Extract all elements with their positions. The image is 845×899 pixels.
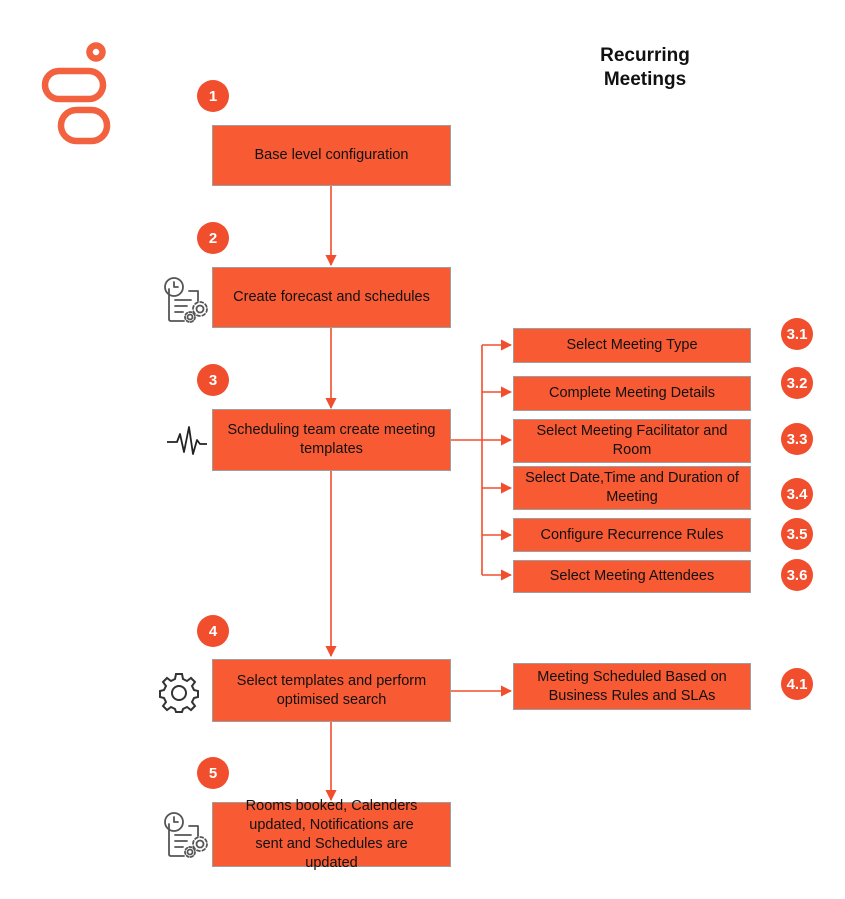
step-badge-4: 4 (197, 615, 229, 647)
substep-badge-4-1: 4.1 (781, 668, 813, 700)
step-box-3: Scheduling team create meeting templates (212, 409, 451, 471)
step-box-4: Select templates and perform optimised s… (212, 659, 451, 722)
substep-badge-3-4: 3.4 (781, 478, 813, 510)
pulse-icon (167, 426, 207, 455)
substep-box-3-1: Select Meeting Type (513, 328, 751, 363)
page-title: Recurring Meetings (600, 45, 690, 90)
step-badge-5: 5 (197, 757, 229, 789)
step-badge-2: 2 (197, 222, 229, 254)
substep-box-4-1: Meeting Scheduled Based on Business Rule… (513, 663, 751, 710)
step-box-2: Create forecast and schedules (212, 267, 451, 328)
schedule-doc-icon (164, 812, 208, 858)
substep-badge-3-1: 3.1 (781, 318, 813, 350)
step-box-5: Rooms booked, Calenders updated, Notific… (212, 798, 451, 871)
schedule-doc-icon (164, 277, 208, 323)
gear-icon (159, 673, 199, 713)
substep-badge-3-6: 3.6 (781, 559, 813, 591)
step-badge-3: 3 (197, 364, 229, 396)
substep-box-3-6: Select Meeting Attendees (513, 560, 751, 593)
substep-badge-3-5: 3.5 (781, 518, 813, 550)
substep-box-3-2: Complete Meeting Details (513, 376, 751, 411)
substep-badge-3-2: 3.2 (781, 367, 813, 399)
substep-box-3-4: Select Date,Time and Duration of Meeting (513, 466, 751, 510)
step-badge-1: 1 (197, 80, 229, 112)
substep-badge-3-3: 3.3 (781, 423, 813, 455)
substep-box-3-5: Configure Recurrence Rules (513, 518, 751, 552)
step-box-1: Base level configuration (212, 125, 451, 186)
logo-icon (41, 42, 111, 145)
substep-box-3-3: Select Meeting Facilitator and Room (513, 419, 751, 463)
